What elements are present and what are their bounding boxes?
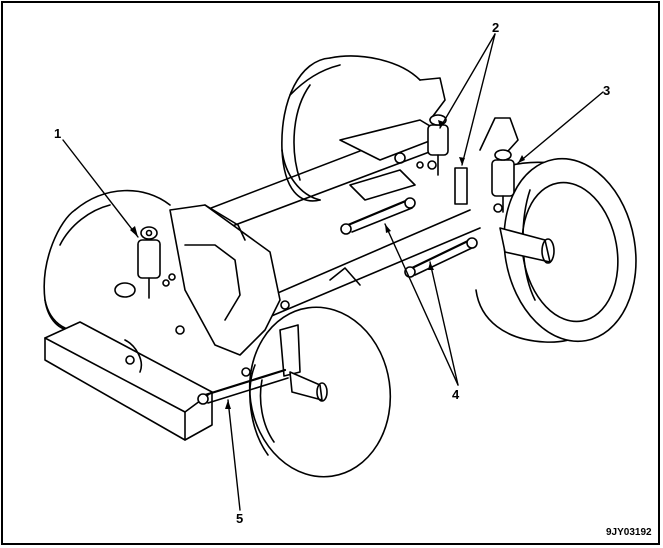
callout-3: 3 (603, 83, 611, 98)
callout-2: 2 (492, 20, 500, 35)
leader-lines (62, 33, 604, 511)
misc-bolts (124, 300, 290, 373)
upper-rear-link (340, 197, 416, 235)
rear-left-wheel (281, 55, 421, 202)
callout-4: 4 (452, 387, 460, 402)
rear-shock-absorber-right (491, 149, 515, 213)
rear-center-bracket (394, 152, 468, 205)
rear-axle-hub (499, 227, 555, 264)
front-right-spindle (279, 324, 328, 402)
figure-code: 9JY03192 (606, 527, 652, 538)
chassis-frame (44, 77, 519, 441)
rear-right-wheel (475, 157, 637, 343)
front-lower-link (197, 367, 289, 405)
callout-1: 1 (54, 126, 62, 141)
arrowheads (130, 120, 525, 409)
front-shock-absorber (114, 226, 176, 299)
rear-shock-absorber-left (427, 114, 449, 176)
callout-5: 5 (236, 511, 244, 526)
